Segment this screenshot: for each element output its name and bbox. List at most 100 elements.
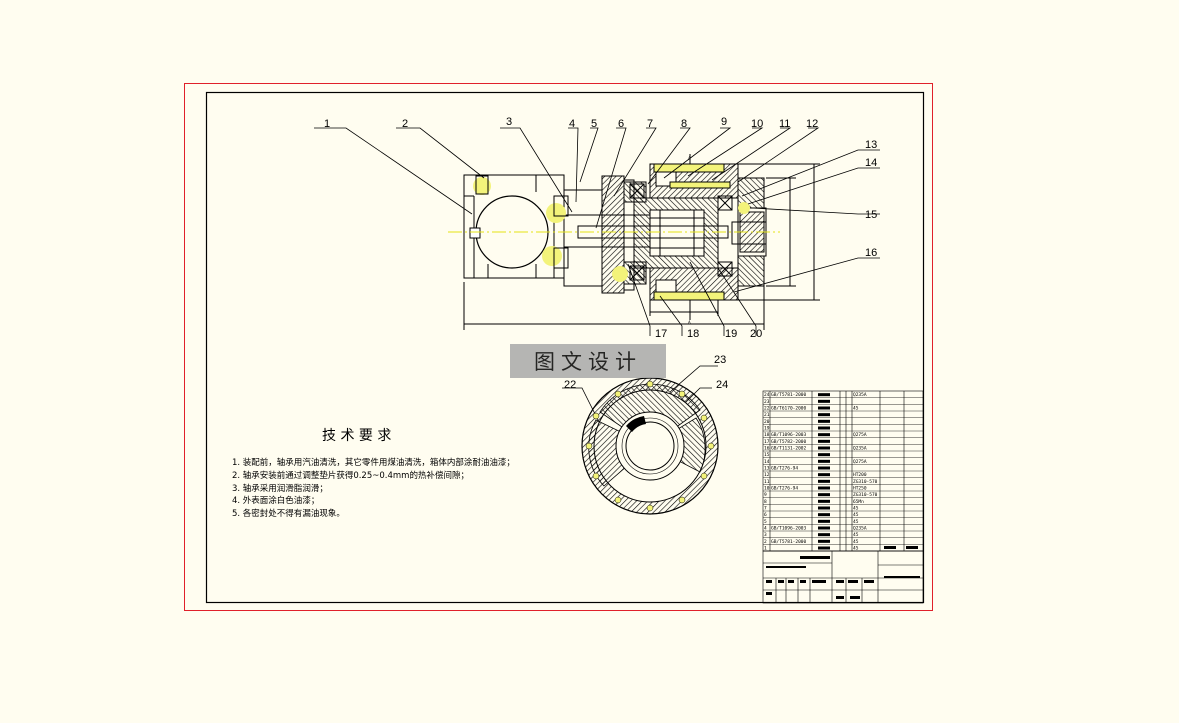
bom-row-name-mark xyxy=(818,466,830,470)
tech-req-item-1: 1. 装配前，轴承用汽油清洗，其它零件用煤油清洗，箱体内部涂耐油油漆； xyxy=(232,457,515,468)
bom-row-name-mark xyxy=(818,446,830,450)
bom-row-number: 15 xyxy=(764,452,770,458)
bom-row-name-mark xyxy=(818,486,830,490)
bom-row-material: ZG310-570 xyxy=(853,492,878,498)
callout-13: 13 xyxy=(865,139,877,151)
callout-18: 18 xyxy=(687,328,699,340)
callout-7: 7 xyxy=(647,118,653,130)
bom-row-number: 2 xyxy=(764,539,767,545)
bom-row-name-mark xyxy=(818,519,830,523)
tech-req-item-2: 2. 轴承安装前通过调整垫片获得0.25~0.4mm的热补偿间隙； xyxy=(232,470,469,481)
bom-row-number: 20 xyxy=(764,419,770,425)
bom-row-standard: GB/T5781-2000 xyxy=(771,539,807,545)
bom-row-name-mark xyxy=(818,533,830,537)
bom-row-material: Q235A xyxy=(853,446,867,452)
bom-row-name-mark xyxy=(818,493,830,497)
bom-row-name-mark xyxy=(818,439,830,443)
bom-row-material: ZG310-570 xyxy=(853,479,878,485)
bom-row-name-mark xyxy=(818,413,830,417)
callout-16: 16 xyxy=(865,247,877,259)
bom-row-number: 17 xyxy=(764,439,770,445)
bom-row-number: 16 xyxy=(764,446,770,452)
bom-row-number: 19 xyxy=(764,426,770,432)
bom-row-material: HT250 xyxy=(853,486,867,492)
bom-row-standard: GB/T5782-2000 xyxy=(771,439,807,445)
bom-row-number: 23 xyxy=(764,399,770,405)
bom-row-number: 5 xyxy=(764,519,767,525)
bom-row-number: 4 xyxy=(764,526,767,532)
bom-row-number: 12 xyxy=(764,472,770,478)
bom-row-name-mark xyxy=(818,479,830,483)
tech-req-item-4: 4. 外表面涂白色油漆； xyxy=(232,495,319,506)
bom-row-name-mark xyxy=(818,419,830,423)
bom-row-material: 45 xyxy=(853,506,859,512)
bom-row-name-mark xyxy=(818,539,830,543)
bom-row-material: 45 xyxy=(853,546,859,552)
callout-19: 19 xyxy=(725,328,737,340)
bom-row-standard: GB/T1096-2003 xyxy=(771,526,807,532)
callout-numbers: 1 2 3 4 5 6 7 8 9 10 11 12 13 14 15 16 1… xyxy=(324,116,877,391)
bom-row-material: 45 xyxy=(853,539,859,545)
bom-row-number: 11 xyxy=(764,479,770,485)
callout-22: 22 xyxy=(564,379,576,391)
bom-row-number: 3 xyxy=(764,532,767,538)
bom-row-standard: GB/T5781-2000 xyxy=(771,392,807,398)
bom-row-standard: GB/T1096-2003 xyxy=(771,432,807,438)
callout-23: 23 xyxy=(714,354,726,366)
bom-row-standard: GB/T276-94 xyxy=(771,466,798,472)
bom-row-material: 45 xyxy=(853,519,859,525)
leader-lines xyxy=(314,127,880,441)
bom-row-name-mark xyxy=(818,399,830,403)
bom-row-material: Q235A xyxy=(853,392,867,398)
bom-row-number: 14 xyxy=(764,459,770,465)
callout-20: 20 xyxy=(750,328,762,340)
bom-row-name-mark xyxy=(818,393,830,397)
bom-row-material: 45 xyxy=(853,406,859,412)
callout-10: 10 xyxy=(751,118,763,130)
bom-row-number: 9 xyxy=(764,492,767,498)
tech-req-title: 技 术 要 求 xyxy=(322,428,391,444)
bom-row-name-mark xyxy=(818,473,830,477)
bom-row-number: 18 xyxy=(764,432,770,438)
bom-row-name-mark xyxy=(818,459,830,463)
callout-12: 12 xyxy=(806,118,818,130)
callout-14: 14 xyxy=(865,157,877,169)
bom-row-standard: GB/T6170-2000 xyxy=(771,406,807,412)
bom-row-number: 13 xyxy=(764,466,770,472)
bom-row-material: HT200 xyxy=(853,472,867,478)
section-mark-top: A xyxy=(688,156,691,162)
bom-row-number: 7 xyxy=(764,506,767,512)
callout-3: 3 xyxy=(506,116,512,128)
main-section-view xyxy=(463,154,820,330)
callout-8: 8 xyxy=(681,118,687,130)
bom-row-material: Q275A xyxy=(853,459,867,465)
callout-15: 15 xyxy=(865,209,877,221)
drawing-frame xyxy=(205,91,925,604)
bom-row-name-mark xyxy=(818,433,830,437)
callout-1: 1 xyxy=(324,118,330,130)
cross-section-view xyxy=(581,377,719,515)
bom-row-material: Q235A xyxy=(853,526,867,532)
callout-4: 4 xyxy=(569,118,575,130)
bom-table xyxy=(762,390,924,604)
callout-9: 9 xyxy=(721,116,727,128)
callout-6: 6 xyxy=(618,118,624,130)
bom-row-material: 45 xyxy=(853,532,859,538)
bom-row-name-mark xyxy=(818,499,830,503)
bom-row-number: 1 xyxy=(764,546,767,552)
bom-row-number: 22 xyxy=(764,406,770,412)
bom-row-name-mark xyxy=(818,526,830,530)
bom-row-number: 8 xyxy=(764,499,767,505)
bom-row-name-mark xyxy=(818,546,830,550)
callout-17: 17 xyxy=(655,328,667,340)
callout-11: 11 xyxy=(779,118,790,130)
bom-row-number: 24 xyxy=(764,392,770,398)
section-mark-bottom: A xyxy=(688,320,691,326)
bom-row-name-mark xyxy=(818,426,830,430)
bom-row-number: 10 xyxy=(764,486,770,492)
bom-row-name-mark xyxy=(818,513,830,517)
bom-row-number: 21 xyxy=(764,412,770,418)
bom-row-material: Q275A xyxy=(853,432,867,438)
